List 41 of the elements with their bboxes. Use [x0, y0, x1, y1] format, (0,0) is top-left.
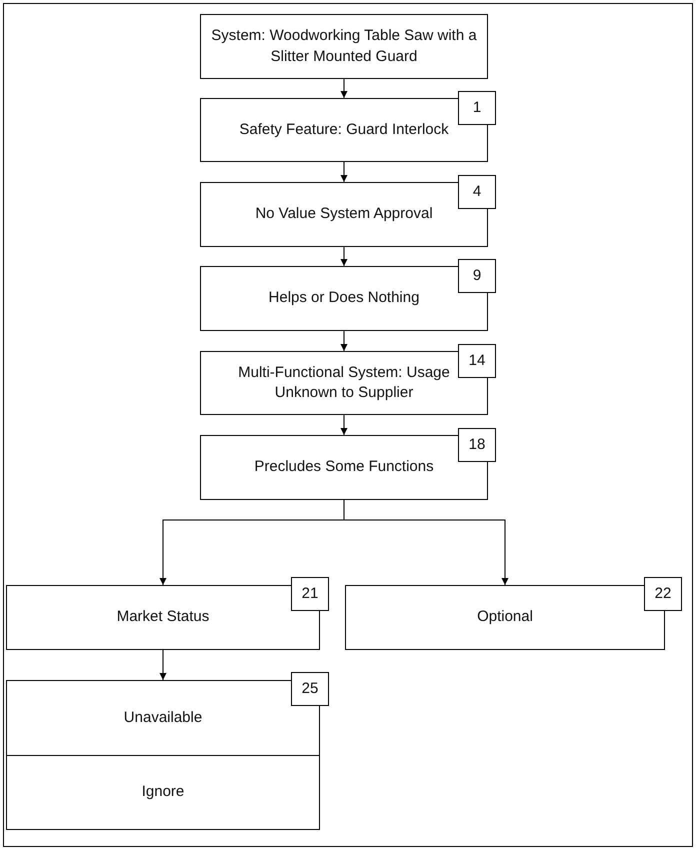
- arrow: [340, 414, 348, 436]
- arrow: [344, 500, 508, 586]
- step-number: 1: [472, 98, 482, 118]
- process-box: [200, 182, 488, 247]
- number-box: [644, 577, 682, 611]
- process-box: [200, 14, 488, 79]
- process-box: [6, 585, 320, 650]
- step-number: 4: [472, 182, 482, 202]
- step-text: Unavailable: [124, 708, 202, 728]
- number-box: [458, 344, 496, 378]
- arrow: [340, 78, 348, 98]
- step-number: 18: [468, 434, 486, 455]
- arrow: [340, 330, 348, 352]
- step-number: 25: [302, 678, 318, 699]
- number-box: [291, 672, 329, 706]
- step-number: 14: [468, 350, 486, 371]
- step-text: Helps or Does Nothing: [268, 288, 420, 308]
- step-text: Ignore: [142, 782, 184, 802]
- arrow: [340, 162, 348, 182]
- step-text: Optional: [477, 607, 533, 628]
- number-box: [458, 91, 496, 125]
- process-box: [200, 351, 488, 415]
- number-box: [458, 428, 496, 462]
- step-text: Multi-Functional System: Usage Unknown to Supplier: [237, 362, 451, 403]
- step-number: 21: [302, 584, 318, 604]
- process-box: [200, 266, 488, 331]
- step-number: 9: [472, 266, 482, 286]
- step-number: 22: [654, 584, 672, 604]
- arrow: [160, 650, 166, 680]
- number-box: [291, 577, 329, 611]
- step-text: No Value System Approval: [255, 204, 433, 224]
- step-text: Precludes Some Functions: [254, 457, 434, 478]
- process-box: [200, 435, 488, 500]
- step-text: Market Status: [116, 607, 210, 628]
- step-text: System: Woodworking Table Saw with a Slitter Mounted Guard: [210, 26, 478, 66]
- arrow: [340, 246, 348, 266]
- number-box: [458, 175, 496, 209]
- process-box: [6, 680, 320, 830]
- step-text: Safety Feature: Guard Interlock: [239, 120, 449, 140]
- number-box: [458, 259, 496, 293]
- process-box: [200, 98, 488, 162]
